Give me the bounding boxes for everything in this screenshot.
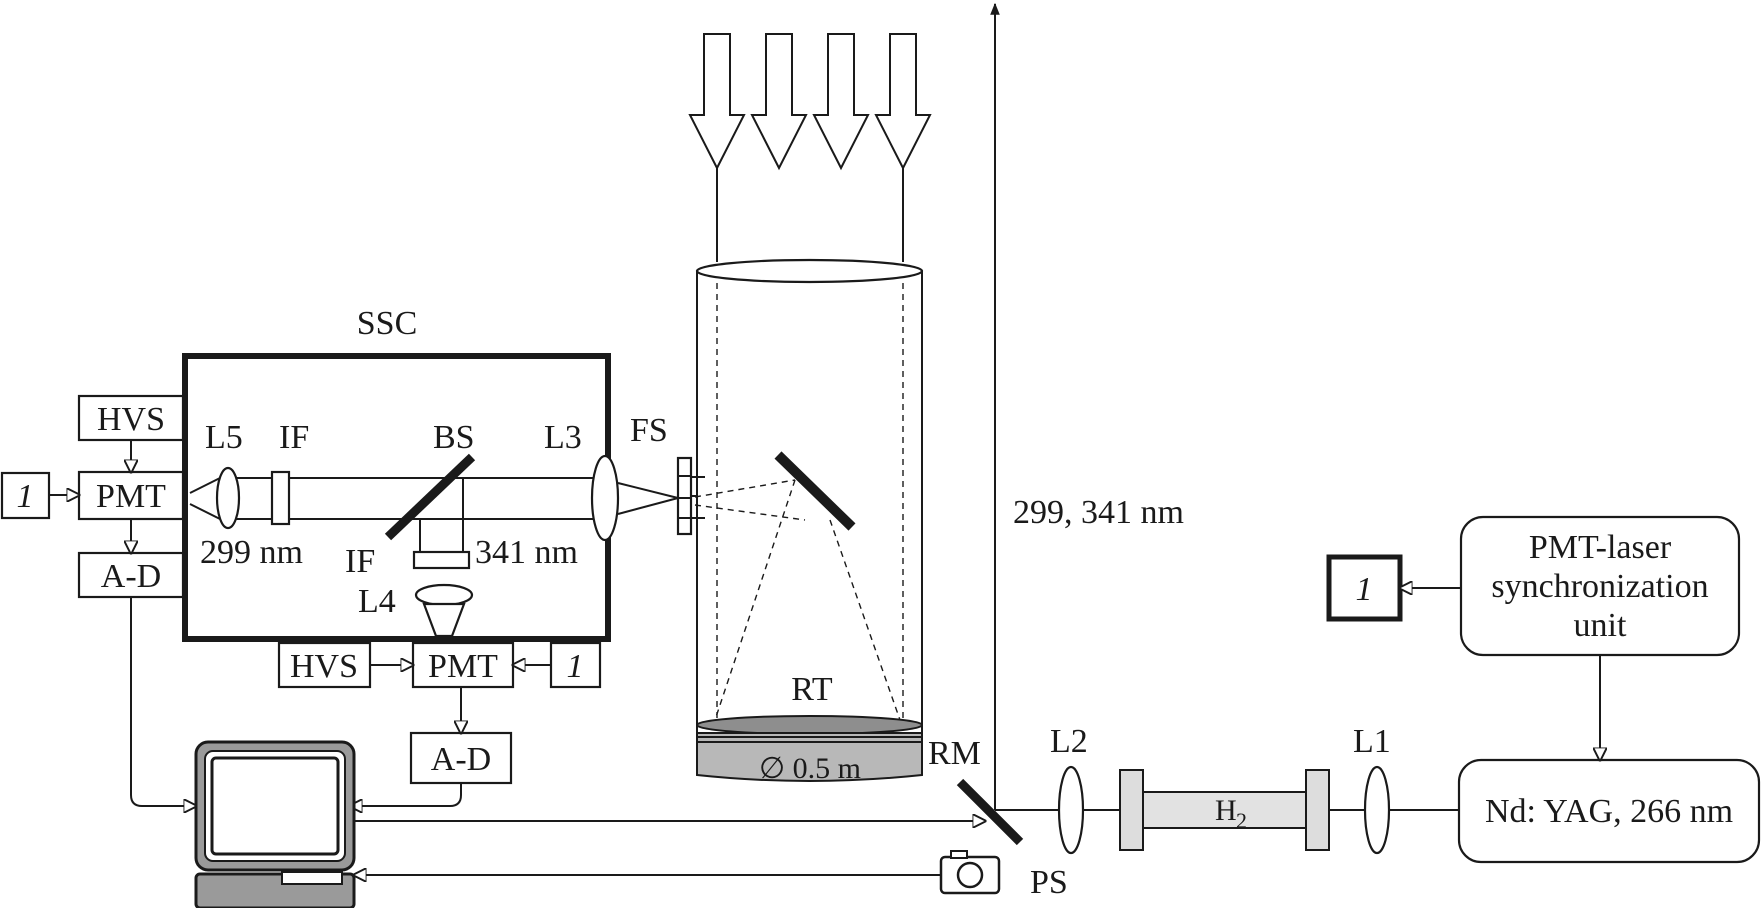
lens-l5 xyxy=(215,466,241,530)
lens-l4 xyxy=(414,583,474,607)
sync-unit-line1: PMT-laser xyxy=(1529,529,1672,566)
wavelengths-label: 299, 341 nm xyxy=(1013,494,1184,531)
laser-unit: Nd: YAG, 266 nm xyxy=(1457,758,1761,864)
laser-box xyxy=(1457,758,1761,864)
pmt-bottom-label: PMT xyxy=(428,648,498,685)
l4-label: L4 xyxy=(358,583,396,620)
hvs-bottom-box xyxy=(277,641,372,689)
bs-label: BS xyxy=(433,419,475,456)
down-arrow-4 xyxy=(874,33,932,171)
if-top-label: IF xyxy=(279,419,309,456)
nm341-label: 341 nm xyxy=(475,534,578,571)
incoming-light-arrows xyxy=(688,33,932,262)
l2-label: L2 xyxy=(1050,723,1088,760)
nm299-label: 299 nm xyxy=(200,534,303,571)
pmt-left-box xyxy=(77,470,185,521)
ad-bottom-label: A-D xyxy=(431,741,491,778)
if-bottom-label: IF xyxy=(345,543,375,580)
pmt-left-label: PMT xyxy=(96,478,166,515)
camera-icon xyxy=(939,850,1001,895)
rt-diameter-label: ∅ 0.5 m xyxy=(759,752,861,785)
field-stop-fs: FS xyxy=(630,412,705,536)
down-arrow-1 xyxy=(688,33,746,171)
l3-label: L3 xyxy=(544,419,582,456)
filter-if-bottom xyxy=(412,550,471,570)
sync-unit: PMT-laser synchronization unit 1 xyxy=(1326,515,1741,760)
laser-beam-path: RM PS 299, 341 nm L2 H 2 L1 xyxy=(928,2,1459,901)
secondary-mirror xyxy=(774,451,856,531)
sync-right-box xyxy=(1326,554,1403,622)
sync-right-label: 1 xyxy=(1356,571,1373,608)
sync-unit-line3: unit xyxy=(1574,607,1627,644)
computer xyxy=(194,740,985,908)
sync-unit-line2: synchronization xyxy=(1491,568,1708,605)
hvs-left-box xyxy=(77,394,185,442)
lens-l3 xyxy=(590,454,620,542)
lens-l2 xyxy=(1057,765,1085,855)
sync-bottom-box xyxy=(549,641,602,689)
sync-left-box xyxy=(0,471,51,520)
ad-left-box xyxy=(77,551,185,599)
ssc-box: SSC L3 L5 IF BS IF L4 299 nm 341 nm xyxy=(182,305,679,642)
rm-label: RM xyxy=(928,735,981,772)
bottom-detector-chain: HVS PMT 1 A-D xyxy=(277,641,602,806)
primary-mirror-rt xyxy=(696,715,923,735)
lens-l1 xyxy=(1363,765,1391,855)
rotating-mirror-rm xyxy=(956,778,1024,846)
filter-if-top xyxy=(270,470,291,526)
l5-label: L5 xyxy=(205,419,243,456)
hvs-bottom-label: HVS xyxy=(290,648,358,685)
laser-label: Nd: YAG, 266 nm xyxy=(1485,793,1733,830)
h2-cell-window-right xyxy=(1305,769,1330,851)
ssc-label: SSC xyxy=(357,305,418,342)
hvs-left-label: HVS xyxy=(97,401,165,438)
fs-label: FS xyxy=(630,412,668,449)
h2-subscript: 2 xyxy=(1236,808,1247,833)
h2-label: H xyxy=(1215,794,1237,827)
beam-splitter-bs xyxy=(384,453,476,541)
h2-cell-window-left xyxy=(1119,769,1144,851)
h2-cell-body xyxy=(1142,791,1307,829)
l1-label: L1 xyxy=(1353,723,1391,760)
rt-label: RT xyxy=(791,671,833,708)
left-detector-chain: HVS PMT A-D 1 xyxy=(0,394,196,806)
ad-left-label: A-D xyxy=(101,558,161,595)
ps-label: PS xyxy=(1030,864,1068,901)
down-arrow-3 xyxy=(812,33,870,171)
sync-left-label: 1 xyxy=(17,478,34,515)
down-arrow-2 xyxy=(750,33,808,171)
telescope-tube: RT ∅ 0.5 m xyxy=(694,258,924,785)
sync-bottom-label: 1 xyxy=(567,648,584,685)
